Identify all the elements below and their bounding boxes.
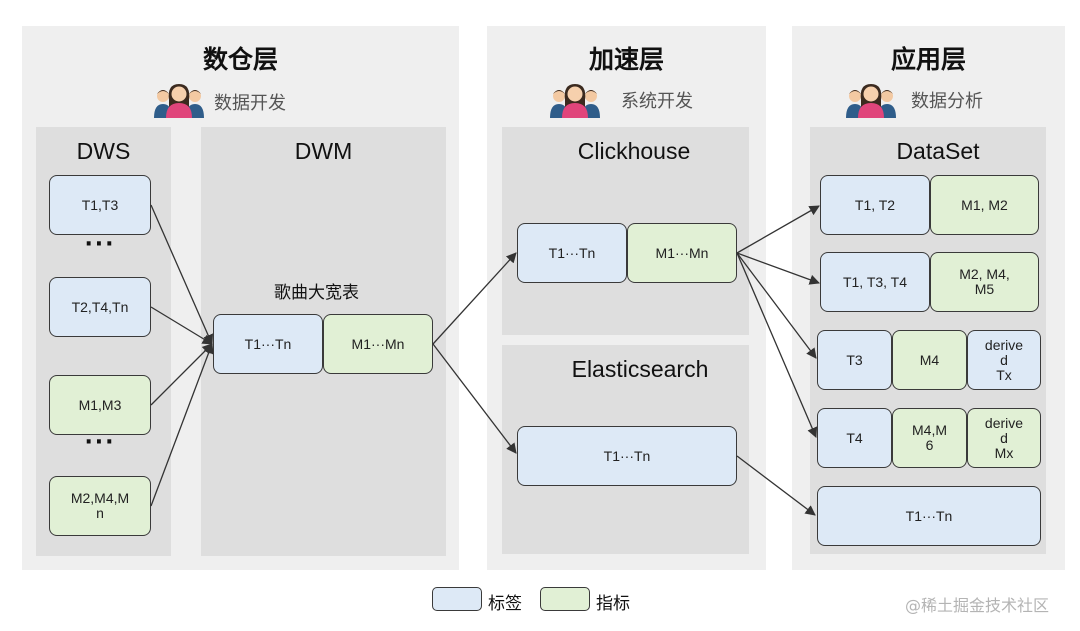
dataset-metric-cell: M1, M2: [930, 175, 1039, 235]
wide-table-label: 歌曲大宽表: [274, 283, 359, 303]
dataset-tag-cell: T1, T2: [820, 175, 930, 235]
dwm-title: DWM: [294, 138, 353, 164]
dataset-tag-cell: T4: [817, 408, 892, 468]
application-role-label: 数据分析: [911, 91, 983, 112]
clickhouse-tag-cell: T1···Tn: [517, 223, 627, 283]
people-icon: [154, 80, 204, 118]
arrow-line: [736, 455, 816, 516]
warehouse-role-label: 数据开发: [214, 93, 286, 114]
legend-tag-label: 标签: [488, 594, 522, 614]
dwm-metric-cell: M1···Mn: [323, 314, 433, 374]
ellipsis: ···: [84, 232, 116, 257]
watermark: @稀土掘金技术社区: [905, 596, 1050, 615]
dws-title: DWS: [76, 138, 131, 164]
elasticsearch-title: Elasticsearch: [571, 356, 709, 382]
arrow-line: [432, 252, 517, 345]
dws-item: T1,T3: [49, 175, 151, 235]
dataset-derived-metric-cell: derive d Mx: [967, 408, 1041, 468]
arrow-line: [150, 343, 213, 406]
dataset-tag-cell: T1···Tn: [817, 486, 1041, 546]
warehouse-layer-title: 数仓层: [202, 45, 278, 74]
dataset-metric-cell: M4,M 6: [892, 408, 967, 468]
legend-tag-swatch: [432, 587, 482, 611]
dataset-metric-cell: M2, M4, M5: [930, 252, 1039, 312]
dataset-derived-tag-cell: derive d Tx: [967, 330, 1041, 390]
dws-item: T2,T4,Tn: [49, 277, 151, 337]
dws-item: M1,M3: [49, 375, 151, 435]
acceleration-layer-title: 加速层: [588, 45, 664, 74]
dataset-tag-cell: T1, T3, T4: [820, 252, 930, 312]
clickhouse-title: Clickhouse: [577, 138, 691, 164]
arrow-line: [150, 306, 213, 345]
dataset-title: DataSet: [896, 138, 980, 164]
arrow-line: [432, 343, 517, 454]
ellipsis: ···: [84, 430, 116, 455]
arrow-line: [736, 252, 820, 285]
legend-metric-swatch: [540, 587, 590, 611]
dws-item: M2,M4,M n: [49, 476, 151, 536]
arrow-line: [150, 204, 214, 345]
dwm-tag-cell: T1···Tn: [213, 314, 323, 374]
dataset-tag-cell: T3: [817, 330, 892, 390]
arrow-line: [150, 343, 214, 507]
legend-metric-label: 指标: [596, 594, 630, 614]
arrow-line: [736, 252, 817, 359]
arrow-line: [736, 252, 818, 438]
application-layer-title: 应用层: [890, 45, 966, 74]
people-icon: [846, 80, 896, 118]
acceleration-role-label: 系统开发: [621, 91, 693, 112]
elasticsearch-tag-cell: T1···Tn: [517, 426, 737, 486]
arrow-line: [736, 205, 820, 254]
dataset-metric-cell: M4: [892, 330, 967, 390]
people-icon: [550, 80, 600, 118]
clickhouse-metric-cell: M1···Mn: [627, 223, 737, 283]
